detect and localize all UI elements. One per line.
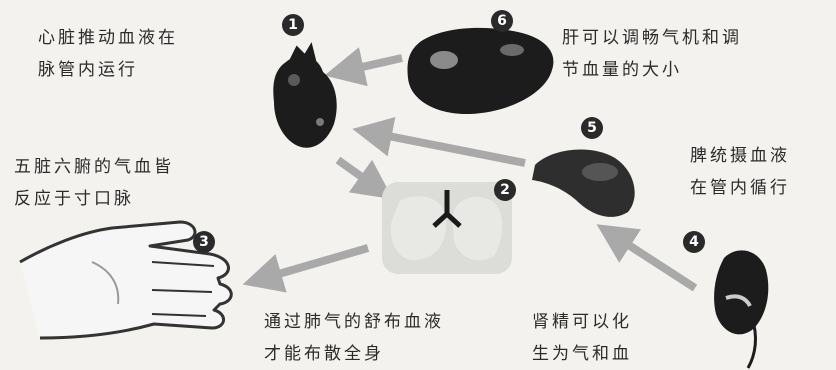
caption-lung-line-1: 通过肺气的舒布血液 (264, 306, 444, 338)
badge-5: 5 (581, 117, 603, 139)
heart-image (273, 46, 336, 148)
caption-heart: 心脏推动血液在 脉管内运行 (38, 22, 178, 86)
caption-heart-line-2: 脉管内运行 (38, 54, 178, 86)
caption-liver: 肝可以调畅气机和调 节血量的大小 (562, 22, 742, 86)
caption-liver-line-1: 肝可以调畅气机和调 (562, 22, 742, 54)
kidney-image (714, 250, 768, 368)
caption-liver-line-2: 节血量的大小 (562, 54, 742, 86)
badge-3: 3 (193, 231, 215, 253)
badge-6: 6 (491, 10, 513, 32)
caption-kidney: 肾精可以化 生为气和血 (532, 306, 632, 370)
caption-pulse-line-2: 反应于寸口脉 (14, 183, 174, 215)
caption-spleen: 脾统摄血液 在管内循行 (690, 140, 790, 204)
arrow-lung-to-hand (258, 248, 368, 280)
spleen-image (532, 150, 635, 217)
caption-kidney-line-2: 生为气和血 (532, 338, 632, 370)
caption-pulse-line-1: 五脏六腑的气血皆 (14, 151, 174, 183)
caption-lung-line-2: 才能布散全身 (264, 338, 444, 370)
caption-kidney-line-1: 肾精可以化 (532, 306, 632, 338)
badge-1: 1 (282, 14, 304, 36)
caption-pulse: 五脏六腑的气血皆 反应于寸口脉 (14, 151, 174, 215)
arrow-liver-to-heart (340, 58, 402, 72)
caption-lung: 通过肺气的舒布血液 才能布散全身 (264, 306, 444, 370)
liver-image (408, 28, 554, 114)
badge-4: 4 (683, 231, 705, 253)
arrow-heart-to-lung (338, 160, 380, 190)
caption-heart-line-1: 心脏推动血液在 (38, 22, 178, 54)
badge-2: 2 (494, 179, 516, 201)
caption-spleen-line-1: 脾统摄血液 (690, 140, 790, 172)
lung-image (382, 182, 512, 274)
arrow-spleen-to-heart (368, 132, 525, 163)
caption-spleen-line-2: 在管内循行 (690, 172, 790, 204)
